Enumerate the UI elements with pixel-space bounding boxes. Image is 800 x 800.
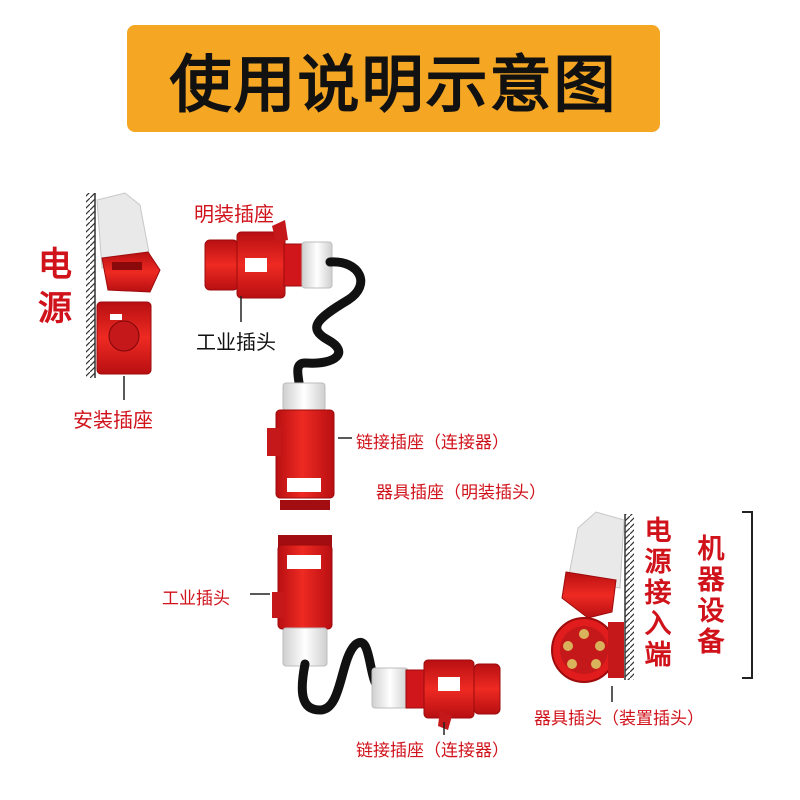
industrial-plug-label-1: 工业插头 (196, 330, 276, 354)
bottom-link-socket (371, 659, 501, 730)
surface-socket-label: 明装插座 (194, 202, 274, 226)
panel-socket-label: 安装插座 (73, 408, 153, 432)
industrial-plug-label-2: 工业插头 (162, 589, 230, 609)
pointer-lines (123, 296, 613, 735)
appliance-socket-label: 器具插座（明装插头） (376, 483, 546, 503)
wall-panel-socket (96, 301, 152, 375)
cable-top (293, 257, 366, 397)
appliance-plug-label: 器具插头（装置插头） (534, 709, 704, 729)
power-inlet-label: 电源接入端 (644, 516, 672, 671)
middle-connector (267, 382, 335, 510)
power-inlet-socket (561, 511, 625, 619)
cable-bottom (297, 637, 385, 715)
wall-socket-top (96, 192, 161, 293)
top-plug-assembly (204, 220, 333, 299)
link-socket-label-1: 链接插座（连接器） (356, 433, 509, 453)
title-banner: 使用说明示意图 (127, 25, 660, 132)
left-wall (86, 193, 96, 378)
equipment-bracket (742, 511, 753, 679)
appliance-plug (551, 617, 624, 683)
lower-connector (272, 535, 333, 667)
link-socket-label-2: 链接插座（连接器） (356, 741, 509, 761)
right-wall (624, 514, 634, 680)
page-title: 使用说明示意图 (169, 47, 618, 121)
machine-equipment-label: 机器设备 (697, 534, 725, 658)
power-source-label: 电源 (38, 245, 72, 329)
